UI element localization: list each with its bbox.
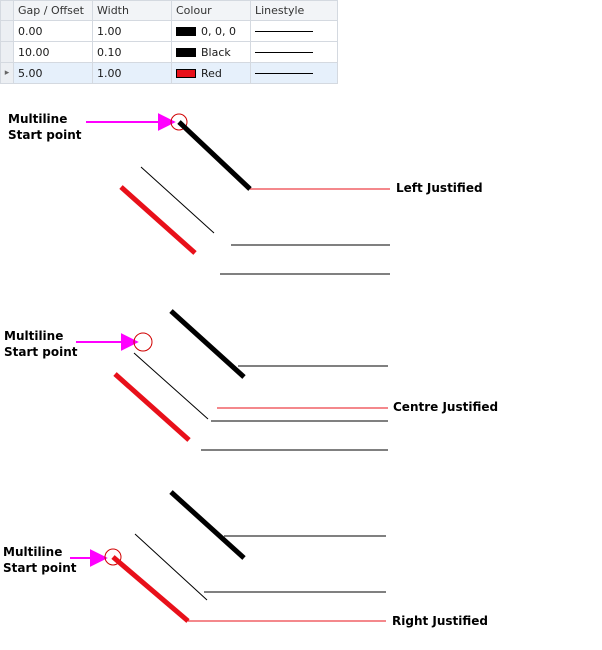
start-point-label-line2: Start point bbox=[3, 561, 77, 575]
grid-row-selected[interactable]: ▸ 5.00 1.00 Red bbox=[0, 62, 338, 84]
justification-label: Right Justified bbox=[392, 614, 488, 628]
thick-black-line bbox=[169, 309, 246, 379]
colour-label: Black bbox=[201, 45, 231, 59]
start-point-label-line1: Multiline bbox=[3, 545, 62, 559]
thin-line-diagonal bbox=[133, 352, 209, 420]
start-point-marker bbox=[133, 332, 153, 352]
linestyle-sample bbox=[255, 73, 313, 74]
colour-swatch bbox=[176, 68, 196, 78]
colour-swatch bbox=[176, 47, 196, 57]
start-point-label-line1: Multiline bbox=[4, 329, 63, 343]
grid-header-row: Gap / Offset Width Colour Linestyle bbox=[0, 0, 338, 21]
colour-label: 0, 0, 0 bbox=[201, 24, 236, 38]
grid-row[interactable]: 10.00 0.10 Black bbox=[0, 41, 338, 63]
linestyle-sample bbox=[255, 52, 313, 53]
thin-line-diagonal bbox=[134, 533, 208, 601]
colour-cell[interactable]: Red bbox=[171, 62, 251, 84]
column-header-offset[interactable]: Gap / Offset bbox=[13, 0, 93, 21]
red-line-diagonal bbox=[119, 185, 197, 255]
offset-cell[interactable]: 5.00 bbox=[13, 62, 93, 84]
start-point-label-line2: Start point bbox=[4, 345, 78, 359]
thick-black-line bbox=[177, 120, 252, 191]
width-cell[interactable]: 1.00 bbox=[92, 62, 172, 84]
start-point-marker bbox=[104, 548, 122, 566]
start-point-label-line1: Multiline bbox=[8, 112, 67, 126]
right-justified-example: Multiline Start point Right Justified bbox=[3, 490, 488, 628]
column-header-colour[interactable]: Colour bbox=[171, 0, 251, 21]
start-point-marker bbox=[170, 113, 188, 131]
red-line-diagonal bbox=[113, 372, 191, 442]
colour-label: Red bbox=[201, 66, 222, 80]
thin-line-diagonal bbox=[140, 166, 215, 234]
start-point-label-line2: Start point bbox=[8, 128, 82, 142]
linestyle-sample bbox=[255, 31, 313, 32]
left-justified-example: Multiline Start point Left Justified bbox=[8, 112, 483, 275]
colour-swatch bbox=[176, 26, 196, 36]
justification-label: Left Justified bbox=[396, 181, 483, 195]
justification-label: Centre Justified bbox=[393, 400, 498, 414]
multiline-style-grid: Gap / Offset Width Colour Linestyle 0.00… bbox=[0, 0, 338, 84]
thick-black-line bbox=[169, 490, 246, 560]
current-row-indicator-icon[interactable]: ▸ bbox=[0, 62, 14, 84]
red-line-diagonal bbox=[111, 555, 190, 623]
centre-justified-example: Multiline Start point Centre Justified bbox=[4, 309, 498, 451]
linestyle-cell[interactable] bbox=[250, 62, 338, 84]
offset-cell[interactable]: 0.00 bbox=[13, 20, 93, 42]
